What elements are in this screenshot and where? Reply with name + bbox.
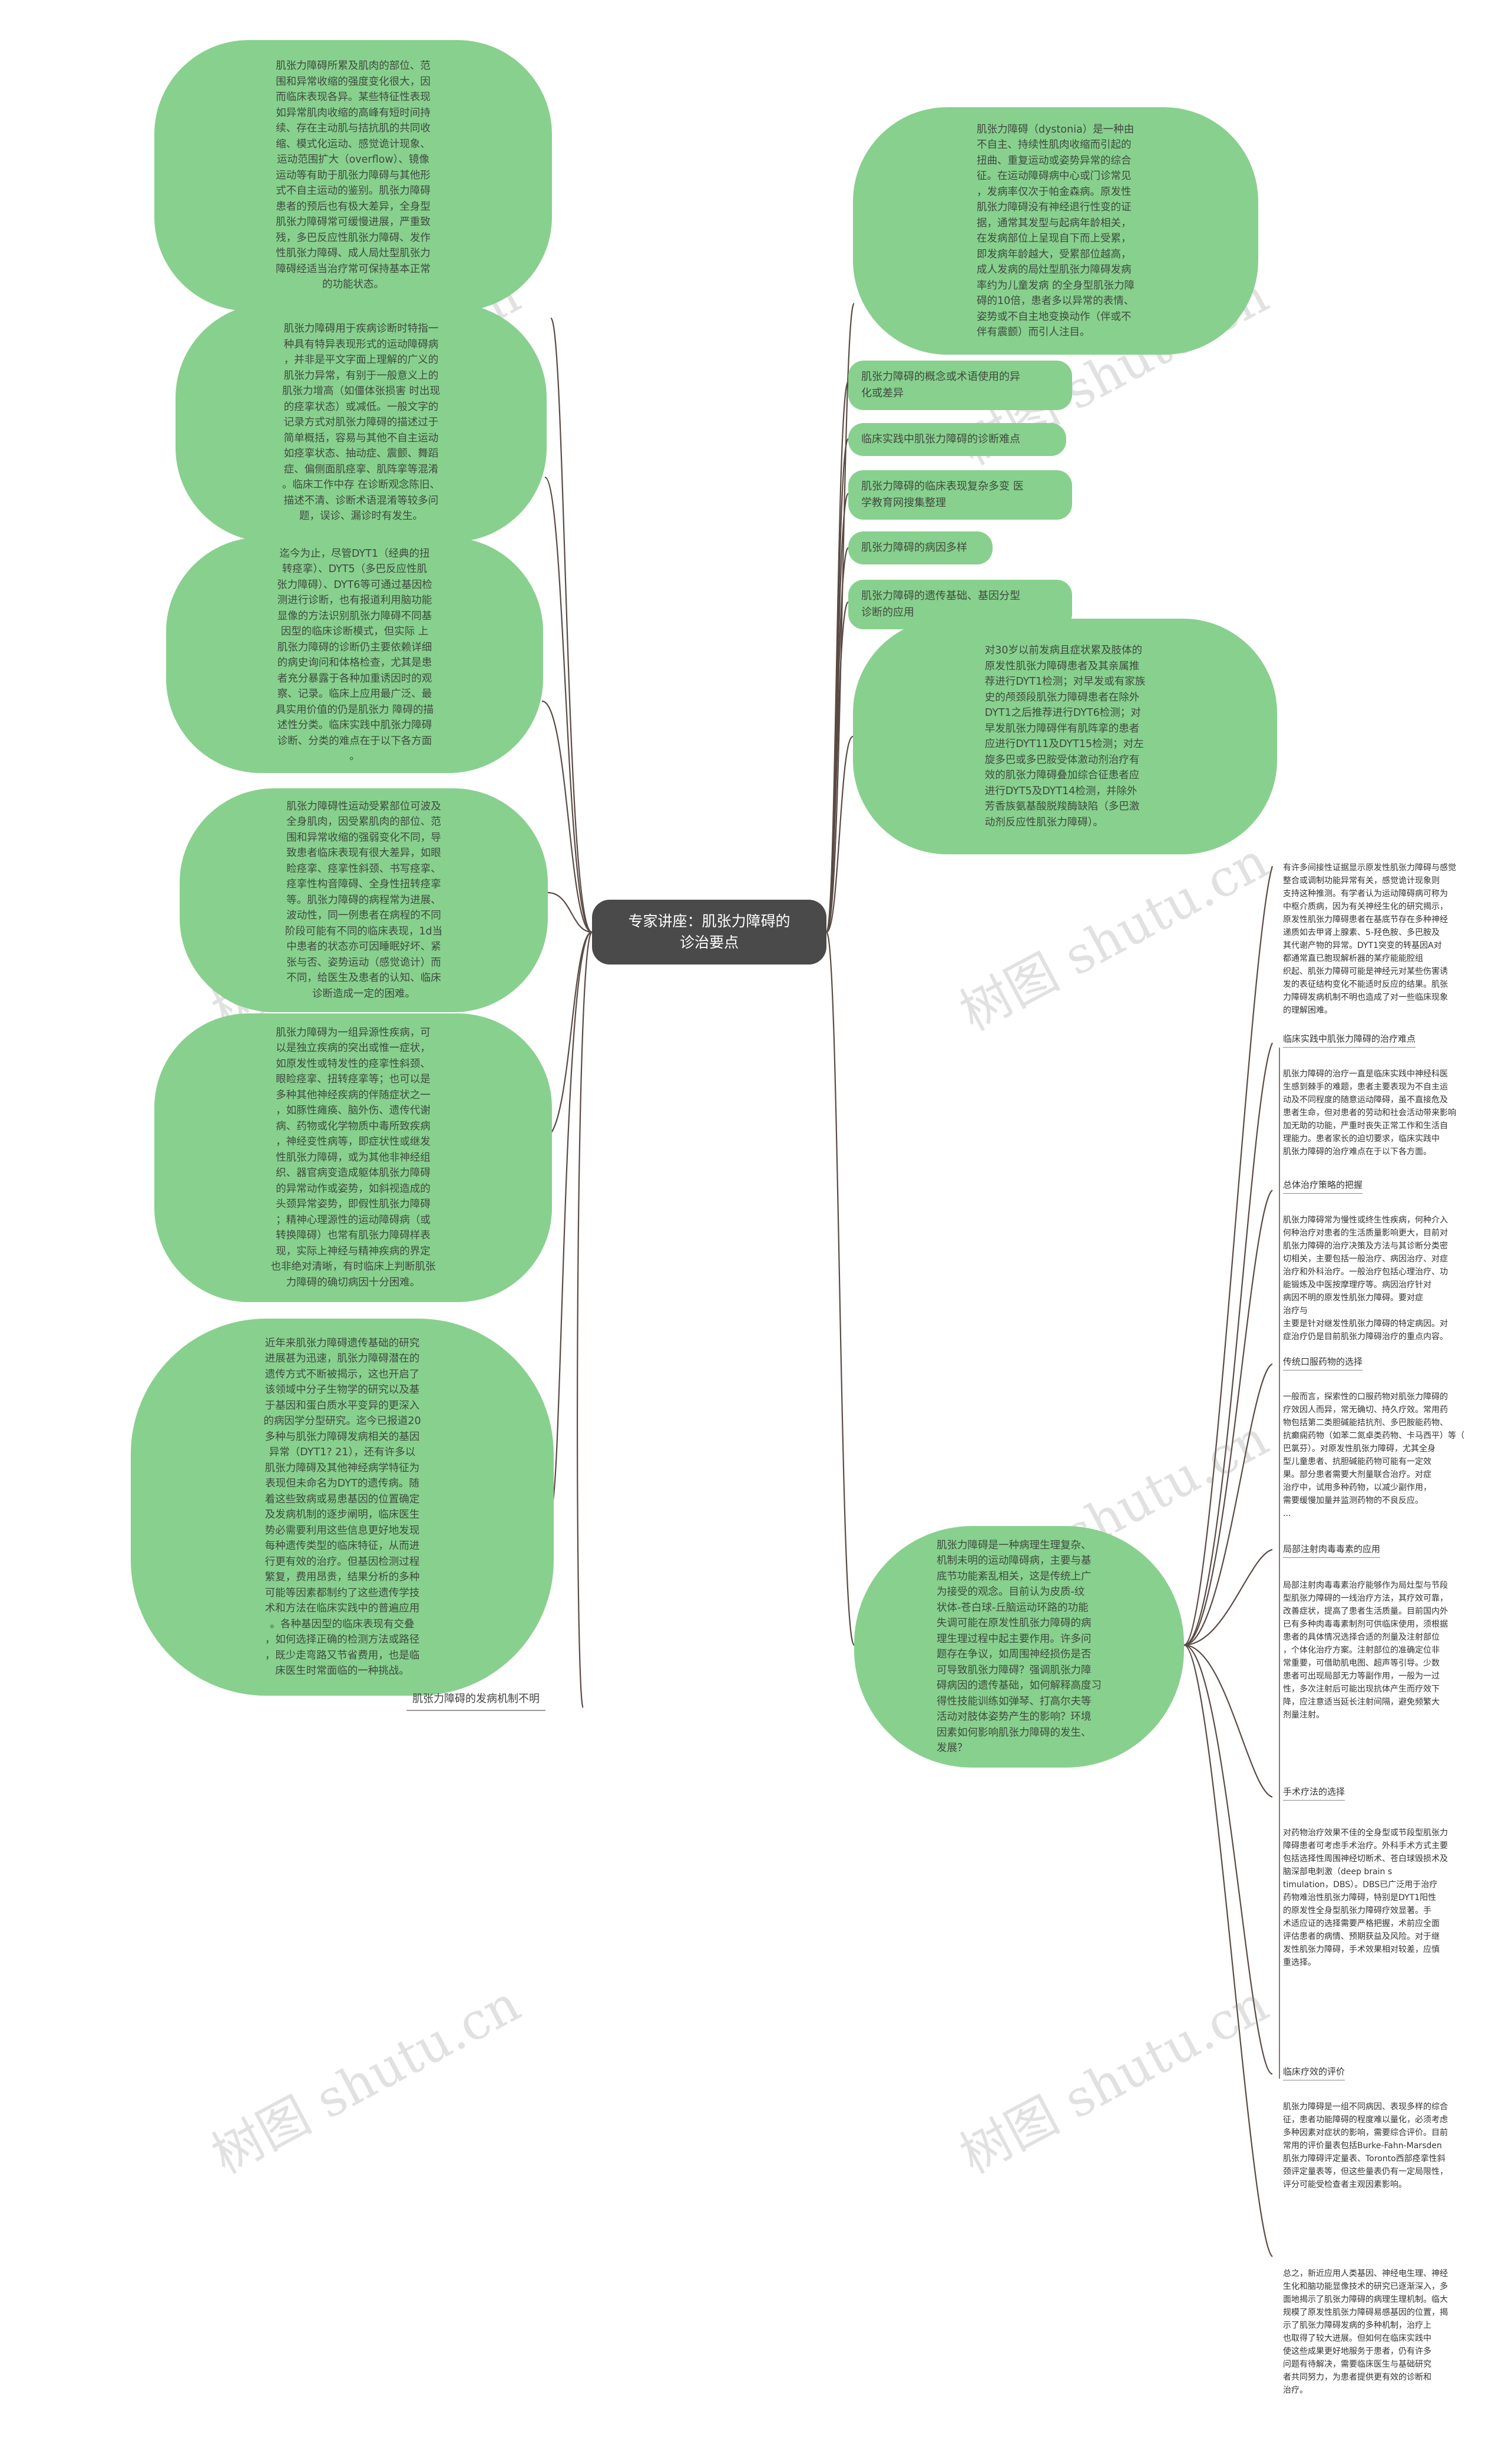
left-bubble-2[interactable]: 肌张力障碍用于疾病诊断时特指一 种具有特异表现形式的运动障碍病 ，并非是平文字面… xyxy=(176,303,547,542)
tree-text-overall-strategy: 肌张力障碍常为慢性或终生性疾病，何种介入 何种治疗对患者的生活质量影响更大，目前… xyxy=(1283,1216,1448,1342)
left-bubble-4[interactable]: 肌张力障碍性运动受累部位可波及 全身肌肉，因受累肌肉的部位、范 围和异常收缩的强… xyxy=(180,788,548,1012)
tree-text-oral-drugs: 一般而言，探索性的口服药物对肌张力障碍的 疗效因人而异，常无确切、持久疗效。常用… xyxy=(1283,1392,1464,1518)
tree-label-surgery[interactable]: 手术疗法的选择 xyxy=(1283,1785,1345,1801)
left-bubble-5-text: 肌张力障碍为一组异源性疾病，可 以是独立疾病的突出或惟一症状， 如原发性或特发性… xyxy=(270,1026,436,1289)
left-bubble-6[interactable]: 近年来肌张力障碍遗传基础的研究 进展甚为迅速，肌张力障碍潜在的 遗传方式不断被揭… xyxy=(131,1319,554,1696)
left-bubble-3-text: 迄今为止，尽管DYT1（经典的扭 转痉挛）、DYT5（多巴反应性肌 张力障碍）、… xyxy=(275,547,434,763)
left-bubble-3[interactable]: 迄今为止，尽管DYT1（经典的扭 转痉挛）、DYT5（多巴反应性肌 张力障碍）、… xyxy=(166,537,543,773)
tree-label-treatment-difficulty[interactable]: 临床实践中肌张力障碍的治疗难点 xyxy=(1283,1032,1416,1048)
right-genetic-testing-text: 对30岁以前发病且症状累及肢体的 原发性肌张力障碍患者及其亲属推 荐进行DYT1… xyxy=(984,645,1146,828)
right-definition-bubble[interactable]: 肌张力障碍（dystonia）是一种由 不自主、持续性肌肉收缩而引起的 扭曲、重… xyxy=(853,107,1258,355)
tree-label-efficacy[interactable]: 临床疗效的评价 xyxy=(1283,2065,1345,2080)
pill-etiology[interactable]: 肌张力障碍的病因多样 xyxy=(848,531,993,564)
left-bubble-6-text: 近年来肌张力障碍遗传基础的研究 进展甚为迅速，肌张力障碍潜在的 遗传方式不断被揭… xyxy=(263,1337,421,1677)
tree-text-surgery: 对药物治疗效果不佳的全身型或节段型肌张力 障碍患者可考虑手术治疗。外科手术方式主… xyxy=(1283,1828,1448,1967)
left-bubble-5[interactable]: 肌张力障碍为一组异源性疾病，可 以是独立疾病的突出或惟一症状， 如原发性或特发性… xyxy=(154,1013,552,1302)
right-genetic-testing-bubble[interactable]: 对30岁以前发病且症状累及肢体的 原发性肌张力障碍患者及其亲属推 荐进行DYT1… xyxy=(853,619,1277,854)
tree-intro-text: 有许多间接性证据显示原发性肌张力障碍与感觉 整合或调制功能异常有关，感觉诡计现象… xyxy=(1283,863,1456,1015)
tree-text-botulinum: 局部注射肉毒毒素治疗能够作为局灶型与节段 型肌张力障碍的一线治疗方法，其疗效可靠… xyxy=(1283,1581,1448,1720)
pill-clinical-manifestation[interactable]: 肌张力障碍的临床表现复杂多变 医 学教育网搜集整理 xyxy=(848,470,1072,520)
pathogenesis-label[interactable]: 肌张力障碍的发病机制不明 xyxy=(406,1691,545,1711)
left-bubble-2-text: 肌张力障碍用于疾病诊断时特指一 种具有特异表现形式的运动障碍病 ，并非是平文字面… xyxy=(282,323,441,523)
tree-summary-text: 总之，新近应用人类基因、神经电生理、神经 生化和脑功能显像技术的研究已逐渐深入，… xyxy=(1283,2269,1448,2395)
tree-label-oral-drugs[interactable]: 传统口服药物的选择 xyxy=(1283,1355,1363,1370)
central-topic[interactable]: 专家讲座：肌张力障碍的 诊治要点 xyxy=(592,900,826,965)
tree-label-botulinum[interactable]: 局部注射肉毒毒素的应用 xyxy=(1283,1543,1381,1558)
left-bubble-1-text: 肌张力障碍所累及肌肉的部位、范 围和异常收缩的强度变化很大，因 而临床表现各异。… xyxy=(276,60,431,291)
left-bubble-1[interactable]: 肌张力障碍所累及肌肉的部位、范 围和异常收缩的强度变化很大，因 而临床表现各异。… xyxy=(154,40,552,311)
tree-text-treatment-difficulty: 肌张力障碍的治疗一直是临床实践中神经科医 生感到棘手的难题，患者主要表现为不自主… xyxy=(1283,1069,1456,1157)
right-definition-text: 肌张力障碍（dystonia）是一种由 不自主、持续性肌肉收缩而引起的 扭曲、重… xyxy=(976,123,1135,339)
left-bubble-4-text: 肌张力障碍性运动受累部位可波及 全身肌肉，因受累肌肉的部位、范 围和异常收缩的强… xyxy=(285,800,443,1000)
right-mechanism-text: 肌张力障碍是一种病理生理复杂、 机制未明的运动障碍病，主要与基 底节功能紊乱相关… xyxy=(937,1539,1102,1755)
pill-terminology[interactable]: 肌张力障碍的概念或术语使用的异 化或差异 xyxy=(848,361,1072,410)
right-mechanism-bubble[interactable]: 肌张力障碍是一种病理生理复杂、 机制未明的运动障碍病，主要与基 底节功能紊乱相关… xyxy=(854,1526,1184,1768)
tree-label-overall-strategy[interactable]: 总体治疗策略的把握 xyxy=(1283,1178,1363,1194)
pill-diagnosis-difficulty[interactable]: 临床实践中肌张力障碍的诊断难点 xyxy=(848,423,1066,456)
tree-text-efficacy: 肌张力障碍是一组不同病因、表现多样的综合 征，患者功能障碍的程度难以量化，必须考… xyxy=(1283,2102,1448,2189)
